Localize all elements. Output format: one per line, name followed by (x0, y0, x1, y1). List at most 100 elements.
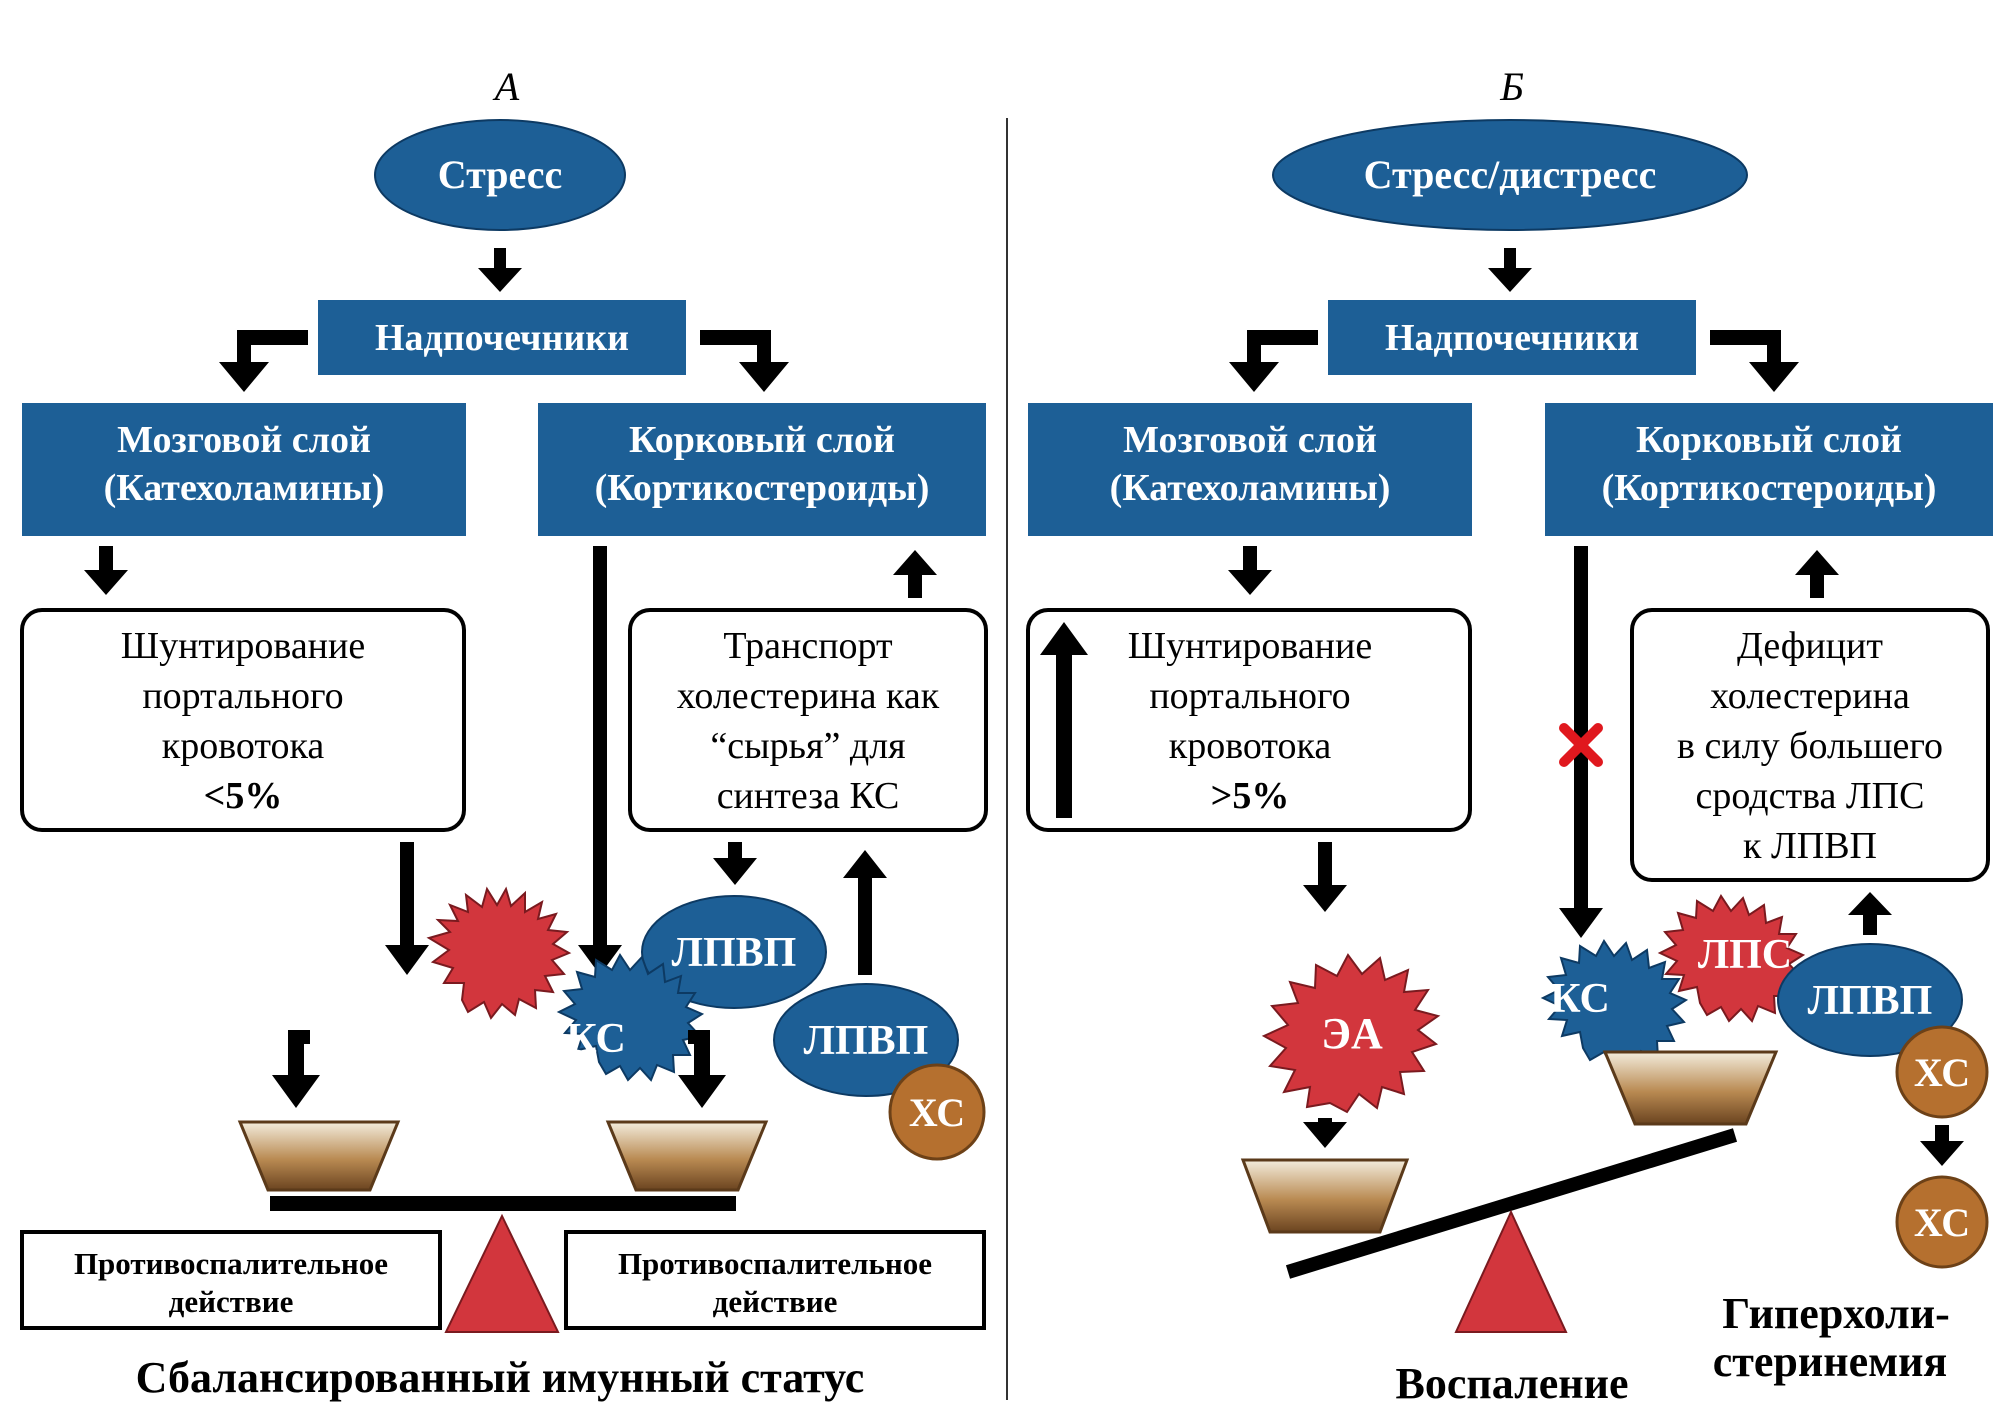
hdl-label-2: ЛПВП (804, 1018, 929, 1064)
hdl-label-b: ЛПВП (1808, 978, 1933, 1024)
arrow-up-icon (1795, 550, 1839, 598)
elbow-arrow-down-icon (678, 1030, 726, 1108)
scale-bowl-left-a (237, 1120, 401, 1192)
transport-box-a (628, 608, 988, 832)
arrow-up-icon (843, 850, 887, 975)
scale-beam-a (270, 1196, 736, 1211)
chol-circle-b2 (1895, 1175, 1989, 1269)
shunt-box-b (1026, 608, 1472, 832)
deficit-box (1630, 608, 1990, 882)
hyperchol-line2: стеринемия (1713, 1337, 1948, 1386)
shunt-value-a: <5% (204, 775, 283, 817)
chol-label-b1: ХС (1914, 1050, 1970, 1095)
elbow-arrow-left-icon (219, 330, 308, 392)
elbow-arrow-right-icon (700, 330, 789, 392)
stress-node-b (1272, 119, 1748, 231)
ea-starburst (1261, 953, 1441, 1114)
cortex-box-a (538, 403, 986, 536)
chol-circle-b1 (1895, 1025, 1989, 1119)
increase-arrow-icon (1040, 622, 1088, 818)
shunt-line2-b: портального (1149, 675, 1350, 717)
deficit-line3: в силу большего (1677, 725, 1943, 767)
see-starburst (426, 886, 572, 1020)
effect-box-left (20, 1230, 442, 1330)
arrow-down-icon (1228, 546, 1272, 595)
ea-label: ЭА (1321, 1009, 1383, 1058)
deficit-line1: Дефицит (1737, 625, 1883, 667)
effect-left-line1: Противоспалительное (74, 1246, 388, 1281)
arrow-down-icon (1303, 1118, 1347, 1148)
arrow-down-icon (713, 842, 757, 885)
effect-right-line1: Противоспалительное (618, 1246, 932, 1281)
effect-right-line2: действие (713, 1284, 838, 1319)
medulla-box-a (22, 403, 466, 536)
scale-fulcrum-b (1454, 1209, 1568, 1333)
transport-line4: синтеза КС (717, 775, 900, 817)
lps-label: ЛПС (1698, 932, 1792, 978)
lps-starburst (1657, 894, 1806, 1023)
deficit-line2: холестерина (1710, 675, 1910, 717)
cortex-box-b (1545, 403, 1993, 536)
chol-label-b2: ХС (1914, 1200, 1970, 1245)
cortex-line1-a: Корковый слой (629, 419, 895, 461)
arrow-down-icon (1920, 1125, 1964, 1166)
caption-inflammation: Воспаление (1395, 1359, 1628, 1408)
scale-beam-b (1285, 1128, 1738, 1279)
effect-box-right (564, 1230, 986, 1330)
stress-label-b: Стресс/дистресс (1364, 152, 1657, 197)
elbow-arrow-right-icon (1710, 330, 1799, 392)
medulla-line2-a: (Катехоламины) (104, 467, 385, 509)
ks-label-a: КС (566, 1016, 626, 1062)
see-label: СЕЭ (362, 1018, 449, 1064)
arrow-up-icon (893, 550, 937, 598)
elbow-arrow-down-icon (272, 1030, 320, 1108)
scale-bowl-right-b (1602, 1050, 1779, 1126)
ks-label-b: КС (1550, 976, 1610, 1022)
transport-line1: Транспорт (723, 625, 893, 667)
panel-b-label: Б (1499, 64, 1524, 109)
ks-starburst-a (556, 953, 705, 1082)
shunt-line1-b: Шунтирование (1128, 625, 1372, 667)
hdl-blob-b (1777, 943, 1963, 1057)
medulla-line2-b: (Катехоламины) (1110, 467, 1391, 509)
arrow-down-icon (478, 248, 522, 292)
transport-line3: “сырья” для (710, 725, 905, 767)
medulla-box-b (1028, 403, 1472, 536)
arrow-down-icon (578, 546, 622, 975)
deficit-line4: сродства ЛПС (1696, 775, 1925, 817)
cortex-line2-b: (Кортикостероиды) (1602, 467, 1937, 509)
caption-balanced: Сбалансированный имунный статус (136, 1353, 865, 1402)
hdl-blob-2 (773, 983, 959, 1097)
arrow-up-icon (1848, 892, 1892, 935)
medulla-line1-b: Мозговой слой (1123, 419, 1377, 461)
cortex-line1-b: Корковый слой (1636, 419, 1902, 461)
scale-bowl-left-b (1240, 1158, 1410, 1234)
effect-left-line2: действие (169, 1284, 294, 1319)
adrenals-label-b: Надпочечники (1385, 317, 1639, 359)
adrenals-label-a: Надпочечники (375, 317, 629, 359)
elbow-arrow-left-icon (1229, 330, 1318, 392)
shunt-line3-a: кровотока (162, 725, 325, 767)
scale-fulcrum-a (444, 1213, 560, 1333)
medulla-line1-a: Мозговой слой (117, 419, 371, 461)
adrenals-box-b (1328, 300, 1696, 375)
shunt-line2-a: портального (142, 675, 343, 717)
stress-label-a: Стресс (438, 152, 563, 197)
shunt-value-b: >5% (1211, 775, 1290, 817)
arrow-down-icon (1488, 248, 1532, 292)
transport-line2: холестерина как (677, 675, 940, 717)
blocked-cross-icon (1559, 723, 1603, 767)
hdl-label-1: ЛПВП (672, 930, 797, 976)
chol-circle-a (888, 1063, 986, 1161)
hyperchol-line1: Гиперхоли- (1722, 1289, 1949, 1338)
arrow-down-icon (1303, 842, 1347, 912)
hdl-blob-1 (641, 895, 827, 1009)
arrow-down-icon (385, 842, 429, 975)
scale-bowl-right-a (605, 1120, 769, 1192)
shunt-line1-a: Шунтирование (121, 625, 365, 667)
deficit-line5: к ЛПВП (1743, 825, 1877, 867)
panel-a-label: А (492, 64, 520, 109)
shunt-box-a (20, 608, 466, 832)
shunt-line3-b: кровотока (1169, 725, 1332, 767)
